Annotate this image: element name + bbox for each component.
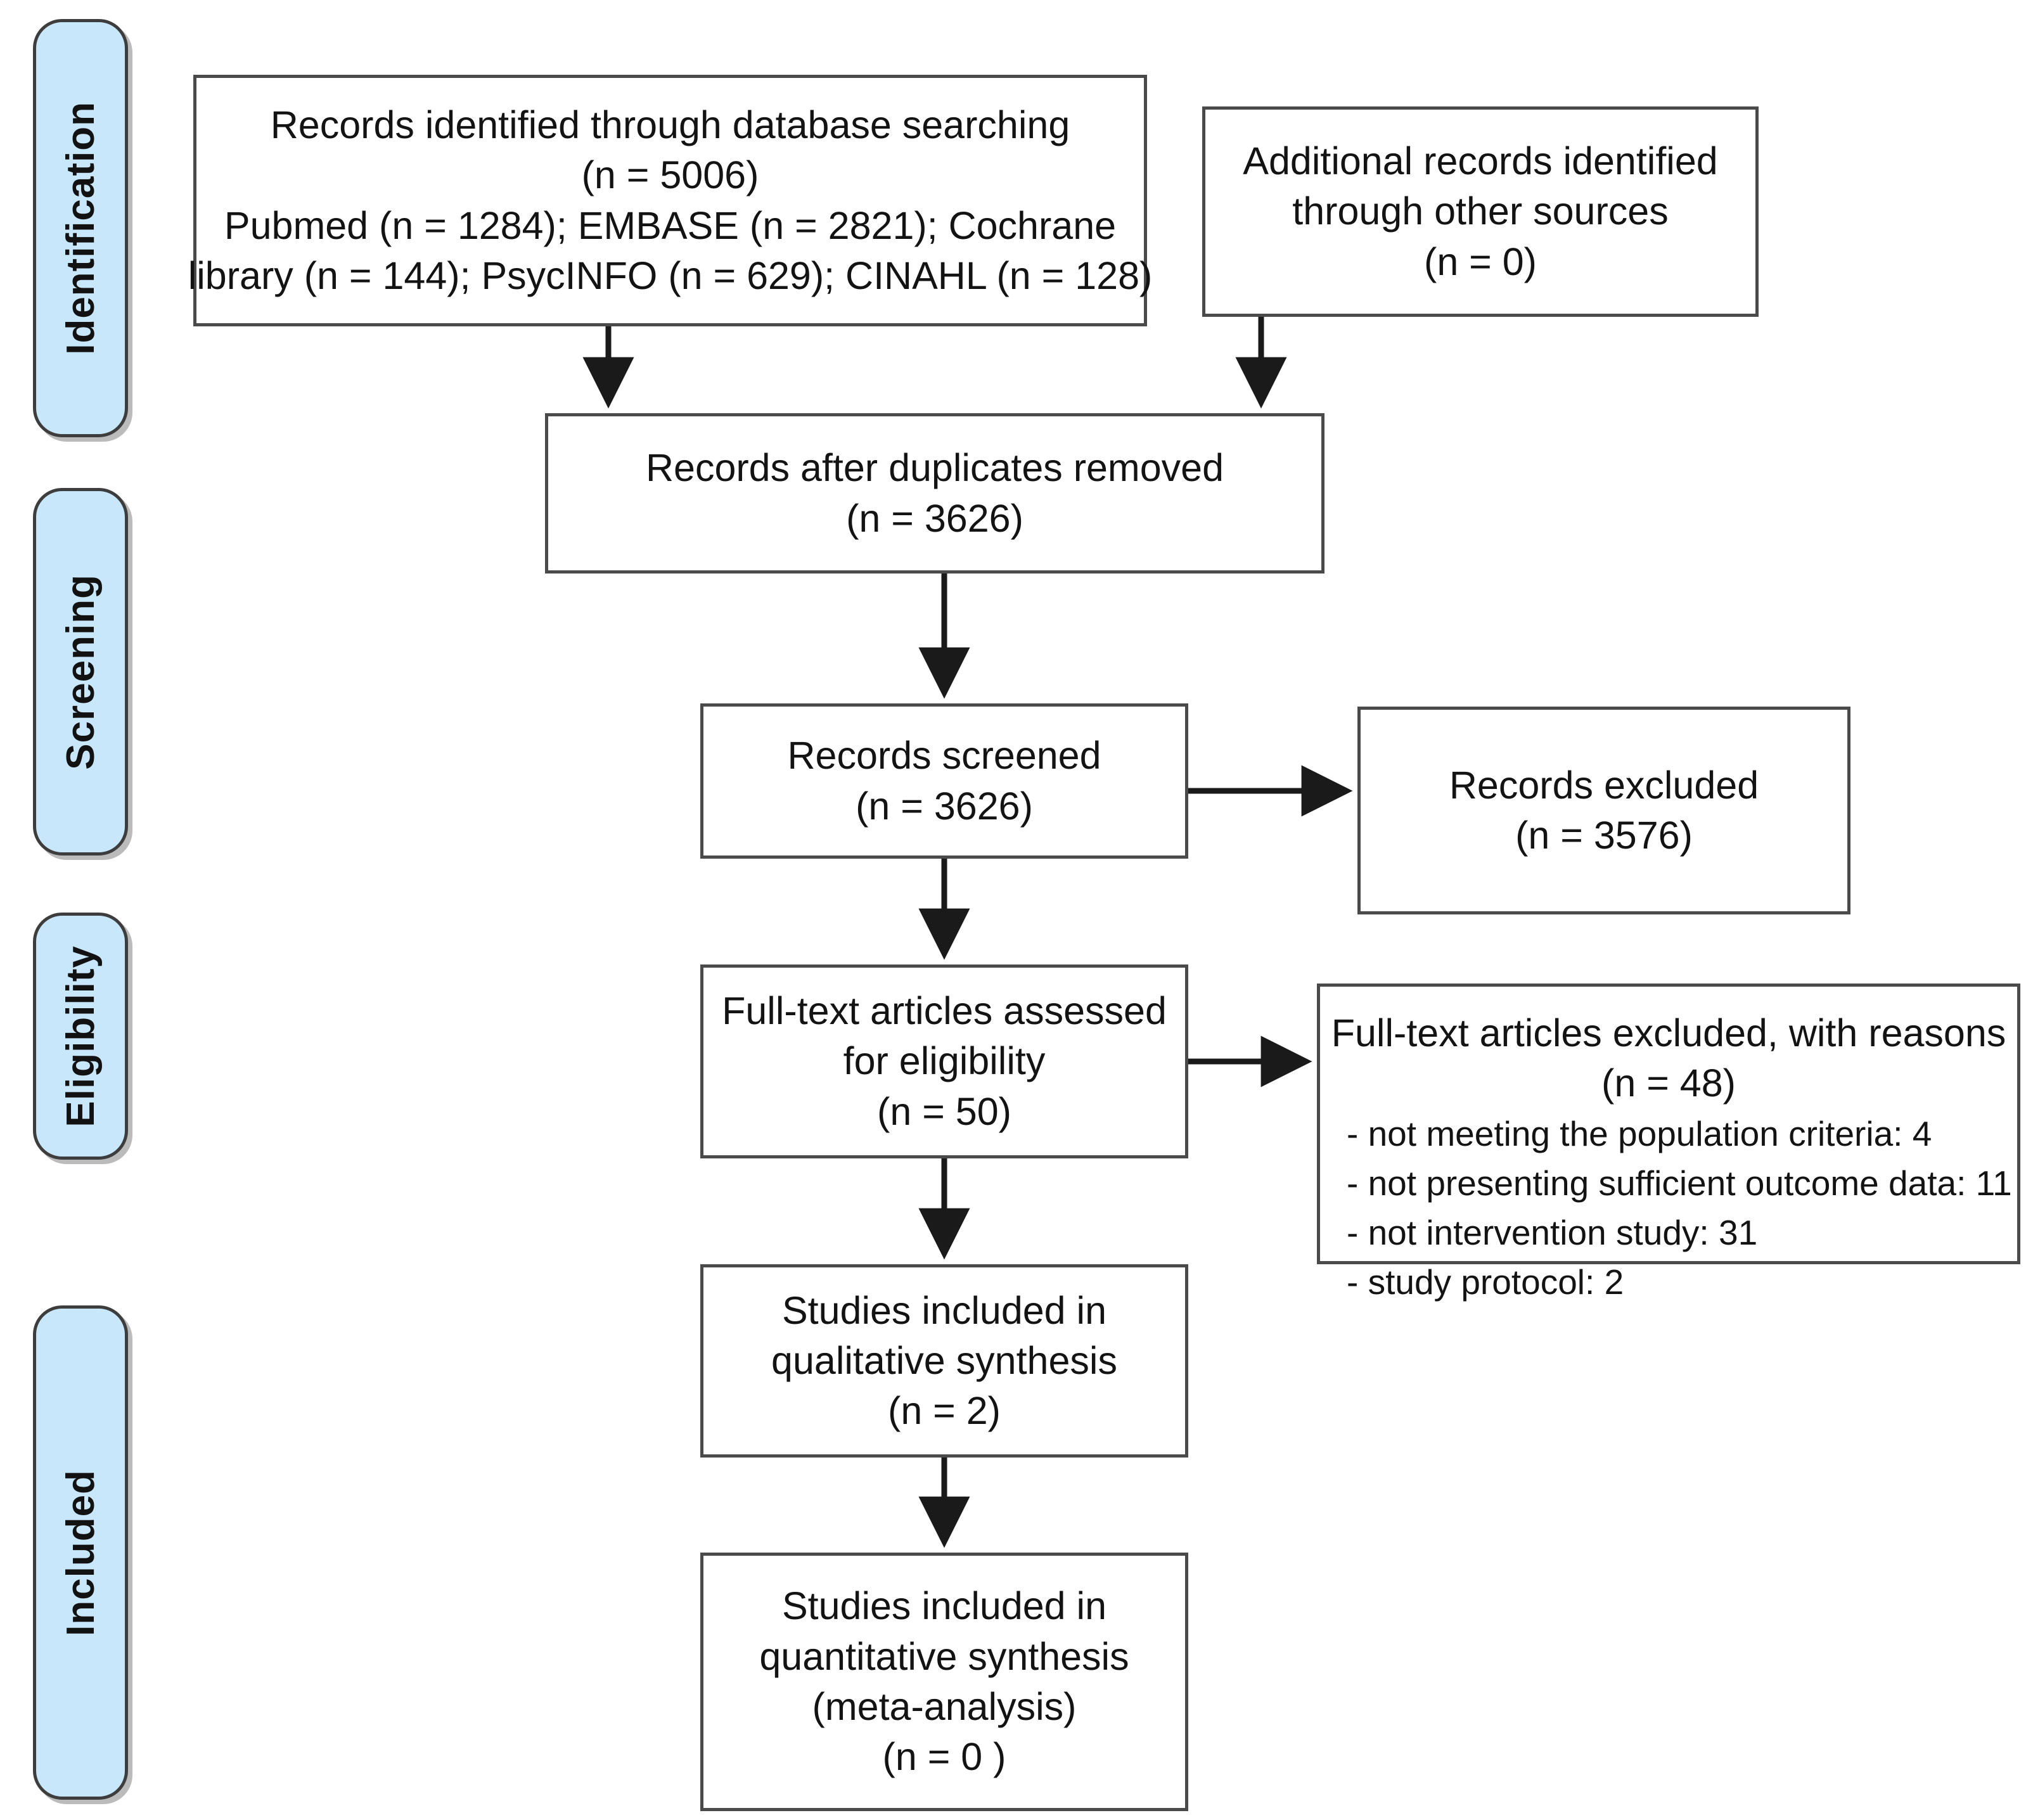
phase-pill-identification: Identification <box>33 19 128 437</box>
box-records-after-duplicates-removed: Records after duplicates removed (n = 36… <box>545 413 1324 574</box>
box-line: Records after duplicates removed <box>645 446 1224 490</box>
box-line: (n = 3626) <box>846 496 1023 540</box>
exclusion-reason-item: - not presenting sufficient outcome data… <box>1347 1163 2012 1203</box>
exclusion-reason-item: - not meeting the population criteria: 4 <box>1347 1113 1932 1153</box>
box-records-screened: Records screened (n = 3626) <box>700 703 1188 859</box>
box-line: (n = 2) <box>888 1389 1001 1433</box>
box-fulltext-excluded-with-reasons: Full-text articles excluded, with reason… <box>1317 984 2020 1302</box>
box-line: Studies included in <box>781 1288 1107 1332</box>
phase-pill-screening: Screening <box>33 488 128 856</box>
box-line: through other sources <box>1292 189 1669 233</box>
phase-pill-eligibility: Eligibility <box>33 913 128 1160</box>
box-line: qualitative synthesis <box>771 1338 1117 1382</box>
box-line: Pubmed (n = 1284); EMBASE (n = 2821); Co… <box>224 203 1117 247</box>
phase-label-included: Included <box>58 1469 103 1636</box>
phase-label-screening: Screening <box>58 574 103 770</box>
box-line: Records screened <box>787 734 1101 778</box>
box-line: for eligibility <box>843 1039 1046 1083</box>
box-line: (n = 0 ) <box>882 1735 1006 1779</box>
box-line: quantitative synthesis <box>759 1634 1129 1678</box>
phase-label-eligibility: Eligibility <box>58 945 103 1127</box>
box-line: Studies included in <box>781 1584 1107 1628</box>
box-additional-records-other-sources: Additional records identified through ot… <box>1202 106 1759 317</box>
box-line: Full-text articles assessed <box>722 989 1167 1033</box>
phase-pill-included: Included <box>33 1305 128 1800</box>
box-records-excluded: Records excluded (n = 3576) <box>1357 707 1850 914</box>
exclusion-reason-item: - study protocol: 2 <box>1347 1262 1624 1302</box>
box-studies-quantitative-synthesis: Studies included in quantitative synthes… <box>700 1553 1188 1811</box>
box-fulltext-assessed-eligibility: Full-text articles assessed for eligibil… <box>700 964 1188 1158</box>
box-line: (n = 3576) <box>1515 814 1693 857</box>
box-line: library (n = 144); PsycINFO (n = 629); C… <box>188 253 1153 297</box>
box-line: (n = 3626) <box>856 784 1033 828</box>
box-line: (n = 48) <box>1601 1061 1736 1105</box>
box-line: (meta-analysis) <box>812 1685 1077 1728</box>
box-line: Records excluded <box>1449 763 1759 807</box>
box-line: (n = 50) <box>877 1089 1011 1133</box>
box-line: Additional records identified <box>1243 139 1718 183</box>
box-line: (n = 0) <box>1424 240 1537 283</box>
box-records-identified-database: Records identified through database sear… <box>188 75 1152 326</box>
box-line: Records identified through database sear… <box>270 103 1070 146</box>
box-studies-qualitative-synthesis: Studies included in qualitative synthesi… <box>700 1264 1188 1458</box>
box-line: Full-text articles excluded, with reason… <box>1331 1011 2006 1054</box>
box-line: (n = 5006) <box>581 153 759 197</box>
phase-label-identification: Identification <box>58 101 103 355</box>
exclusion-reason-item: - not intervention study: 31 <box>1347 1212 1758 1252</box>
